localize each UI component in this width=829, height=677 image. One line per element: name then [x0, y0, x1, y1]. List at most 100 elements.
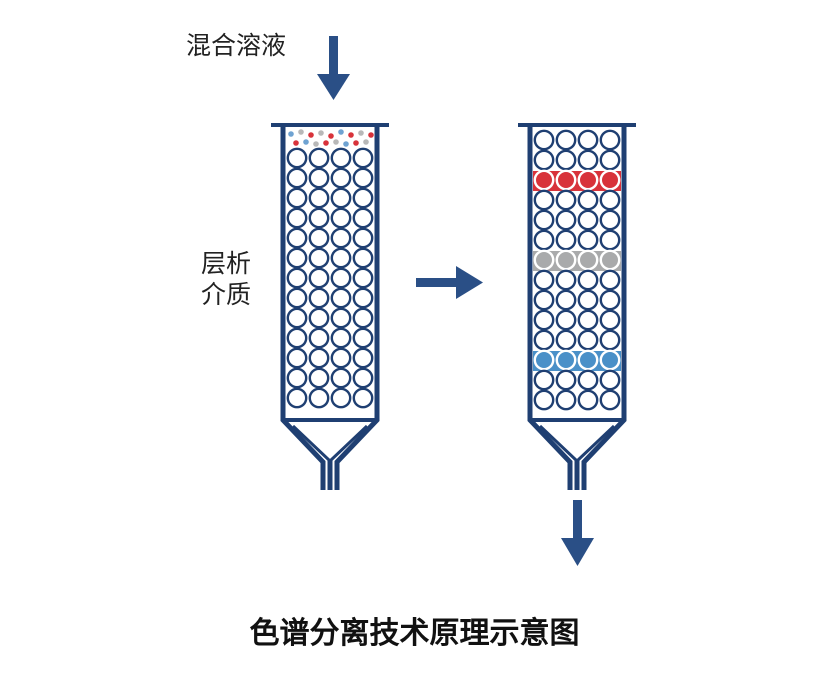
mixture-dot — [308, 132, 314, 138]
bead — [330, 207, 352, 229]
bead — [599, 189, 621, 211]
bead — [577, 209, 599, 231]
bead — [533, 349, 555, 371]
bead — [577, 289, 599, 311]
bead — [555, 329, 577, 351]
bead — [533, 129, 555, 151]
mixture-dot — [353, 140, 359, 146]
bead — [599, 209, 621, 231]
bead — [308, 287, 330, 309]
bead — [352, 327, 374, 349]
bead — [308, 387, 330, 409]
bead — [533, 269, 555, 291]
bead — [330, 387, 352, 409]
bead — [352, 187, 374, 209]
bead — [533, 169, 555, 191]
funnel-inner — [291, 424, 331, 490]
bead — [533, 369, 555, 391]
bead — [533, 149, 555, 171]
input-arrow-icon — [317, 36, 350, 100]
bead — [286, 327, 308, 349]
mixture-dot — [318, 130, 324, 136]
bead — [286, 367, 308, 389]
bead — [533, 329, 555, 351]
bead — [577, 249, 599, 271]
bead — [330, 227, 352, 249]
bead — [308, 327, 330, 349]
funnel-inner — [538, 424, 578, 490]
bead — [286, 387, 308, 409]
bead — [308, 267, 330, 289]
bead — [308, 307, 330, 329]
bead — [555, 189, 577, 211]
bead — [599, 269, 621, 291]
bead — [533, 309, 555, 331]
bead — [330, 287, 352, 309]
bead — [533, 389, 555, 411]
mixture-dot — [328, 133, 334, 139]
bead — [599, 329, 621, 351]
bead — [308, 247, 330, 269]
bead — [577, 269, 599, 291]
bead — [577, 189, 599, 211]
bead — [286, 187, 308, 209]
bead — [352, 287, 374, 309]
column-wall-right — [581, 125, 627, 490]
bead — [533, 249, 555, 271]
bead — [330, 327, 352, 349]
bead — [286, 227, 308, 249]
mixture-dot — [363, 139, 369, 145]
mixture-dot — [348, 132, 354, 138]
bead — [555, 309, 577, 331]
bead — [330, 147, 352, 169]
mixed-solution-label: 混合溶液 — [186, 31, 287, 60]
bead — [330, 307, 352, 329]
bead — [352, 367, 374, 389]
bead — [577, 389, 599, 411]
bead — [577, 369, 599, 391]
column-wall-right — [334, 125, 380, 490]
bead — [599, 129, 621, 151]
bead — [555, 369, 577, 391]
mixture-dot — [298, 129, 304, 135]
bead — [599, 169, 621, 191]
bead — [577, 309, 599, 331]
bead — [555, 269, 577, 291]
bead — [599, 389, 621, 411]
mixture-dot — [303, 139, 309, 145]
bead — [330, 267, 352, 289]
bead — [352, 227, 374, 249]
bead — [330, 247, 352, 269]
bead — [286, 247, 308, 269]
bead — [577, 149, 599, 171]
mixture-dot — [313, 141, 319, 147]
mixture-dot — [358, 130, 364, 136]
mixture-dot — [323, 140, 329, 146]
bead — [555, 389, 577, 411]
bead — [308, 347, 330, 369]
funnel-inner — [576, 424, 616, 490]
bead — [286, 147, 308, 169]
mixture-dot — [293, 140, 299, 146]
chromatography-medium-label: 层析介质 — [201, 249, 252, 310]
mixture-dot — [338, 129, 344, 135]
column-after — [518, 123, 636, 490]
bead — [555, 229, 577, 251]
bead — [577, 169, 599, 191]
band-blue — [533, 351, 621, 371]
mixture-dot — [343, 141, 349, 147]
band-gray — [533, 251, 621, 271]
bead — [533, 189, 555, 211]
bead — [533, 209, 555, 231]
bead — [599, 249, 621, 271]
bead — [555, 209, 577, 231]
column-before — [271, 123, 389, 490]
bead — [330, 347, 352, 369]
bead — [577, 349, 599, 371]
column-wall-left — [280, 125, 326, 490]
mixture-dot — [333, 139, 339, 145]
bead — [555, 149, 577, 171]
bead — [599, 309, 621, 331]
bead — [533, 289, 555, 311]
